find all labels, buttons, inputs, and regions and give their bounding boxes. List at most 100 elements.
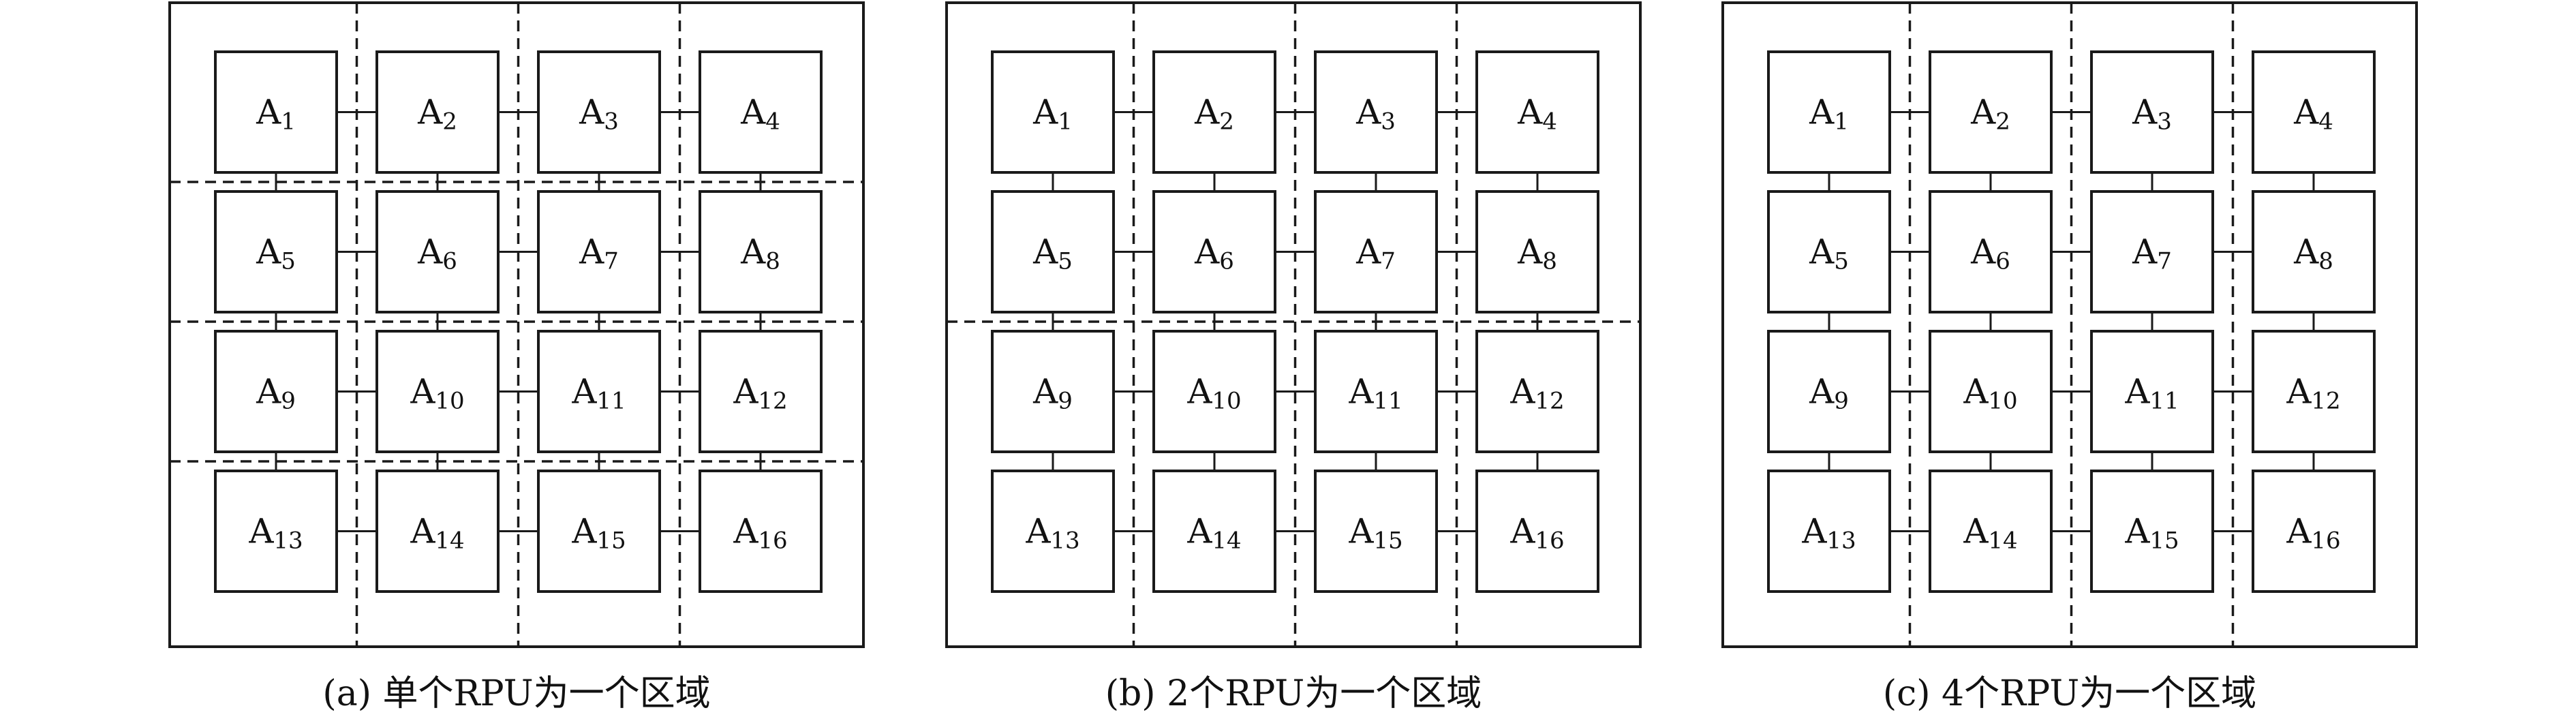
rpu-node-label: A6: [417, 232, 457, 275]
node-index: 11: [1373, 388, 1402, 415]
rpu-node-box: [1929, 330, 2053, 453]
rpu-node-label: A1: [256, 93, 296, 136]
node-prefix: A: [1809, 232, 1835, 272]
rpu-node: A14: [1929, 470, 2053, 593]
rpu-node-box: [375, 50, 500, 174]
rpu-node-label: A5: [1809, 232, 1849, 275]
rpu-node: A2: [375, 50, 500, 174]
node-prefix: A: [579, 232, 604, 272]
diagram-frame: [945, 1, 1642, 648]
rpu-node: A10: [1152, 330, 1276, 453]
rpu-node-box: [375, 190, 500, 313]
rpu-node-label: A3: [1355, 93, 1396, 136]
node-index: 8: [1542, 248, 1557, 275]
rpu-node: A7: [1314, 190, 1438, 313]
node-prefix: A: [1809, 372, 1835, 412]
rpu-node-label: A1: [1809, 93, 1849, 136]
node-prefix: A: [740, 232, 766, 272]
node-index: 9: [1834, 388, 1849, 415]
node-index: 10: [435, 388, 464, 415]
rpu-node-box: [2090, 470, 2214, 593]
node-index: 3: [1381, 108, 1396, 136]
node-index: 1: [1058, 108, 1073, 136]
rpu-node: A13: [991, 470, 1115, 593]
rpu-node-label: A3: [2132, 93, 2172, 136]
node-prefix: A: [1355, 232, 1381, 272]
rpu-node-label: A7: [1355, 232, 1396, 275]
node-prefix: A: [2286, 372, 2312, 412]
node-index: 8: [2318, 248, 2333, 275]
rpu-node: A16: [2252, 470, 2376, 593]
rpu-node: A3: [2090, 50, 2214, 174]
rpu-node-box: [1152, 190, 1276, 313]
rpu-node-box: [537, 50, 661, 174]
node-index: 6: [442, 248, 457, 275]
rpu-node-box: [375, 330, 500, 453]
node-prefix: A: [2286, 512, 2312, 551]
rpu-node-label: A12: [1509, 372, 1564, 415]
node-prefix: A: [1509, 372, 1535, 412]
node-index: 5: [1058, 248, 1073, 275]
node-prefix: A: [733, 512, 758, 551]
rpu-node-label: A15: [1348, 512, 1402, 555]
node-prefix: A: [256, 232, 281, 272]
rpu-node-box: [699, 190, 823, 313]
diagram-caption: (c) 4个RPU为一个区域: [1883, 673, 2256, 714]
node-prefix: A: [1348, 372, 1374, 412]
rpu-node: A7: [537, 190, 661, 313]
node-prefix: A: [417, 93, 443, 132]
rpu-node: A1: [991, 50, 1115, 174]
rpu-node: A1: [1767, 50, 1891, 174]
rpu-node: A3: [1314, 50, 1438, 174]
rpu-node-label: A10: [1963, 372, 2017, 415]
rpu-node-box: [1475, 50, 1599, 174]
rpu-node-box: [537, 190, 661, 313]
rpu-node-box: [2090, 190, 2214, 313]
rpu-node-box: [1152, 330, 1276, 453]
rpu-node-box: [991, 470, 1115, 593]
rpu-node-label: A9: [256, 372, 296, 415]
node-prefix: A: [1025, 512, 1051, 551]
rpu-node-label: A7: [2132, 232, 2172, 275]
rpu-node-label: A16: [2286, 512, 2340, 555]
rpu-node: A6: [375, 190, 500, 313]
rpu-node-box: [1314, 50, 1438, 174]
node-prefix: A: [1355, 93, 1381, 132]
rpu-node-label: A5: [1032, 232, 1073, 275]
node-prefix: A: [1970, 232, 1996, 272]
diagram-caption: (a) 单个RPU为一个区域: [322, 673, 710, 714]
node-index: 4: [765, 108, 780, 136]
node-prefix: A: [248, 512, 274, 551]
node-prefix: A: [1801, 512, 1827, 551]
rpu-node-label: A8: [740, 232, 780, 275]
rpu-node-box: [699, 50, 823, 174]
node-prefix: A: [2124, 372, 2150, 412]
rpu-node-label: A11: [1348, 372, 1402, 415]
node-index: 2: [442, 108, 457, 136]
rpu-node-label: A6: [1970, 232, 2010, 275]
region-dividers: [947, 3, 1640, 647]
node-index: 12: [1535, 388, 1564, 415]
rpu-node: A10: [1929, 330, 2053, 453]
rpu-node-label: A15: [571, 512, 626, 555]
rpu-node: A16: [1475, 470, 1599, 593]
rpu-node-box: [1152, 470, 1276, 593]
rpu-node: A4: [699, 50, 823, 174]
rpu-node-box: [537, 470, 661, 593]
rpu-node-box: [1475, 470, 1599, 593]
node-index: 3: [2157, 108, 2172, 136]
node-index: 3: [604, 108, 619, 136]
rpu-node-label: A2: [1194, 93, 1234, 136]
rpu-node-box: [1929, 190, 2053, 313]
node-prefix: A: [740, 93, 766, 132]
rpu-node-box: [1314, 190, 1438, 313]
node-index: 6: [1219, 248, 1234, 275]
diagram-frame: [1721, 1, 2418, 648]
node-index: 13: [1826, 527, 1856, 555]
node-prefix: A: [1809, 93, 1835, 132]
rpu-node-label: A9: [1032, 372, 1073, 415]
